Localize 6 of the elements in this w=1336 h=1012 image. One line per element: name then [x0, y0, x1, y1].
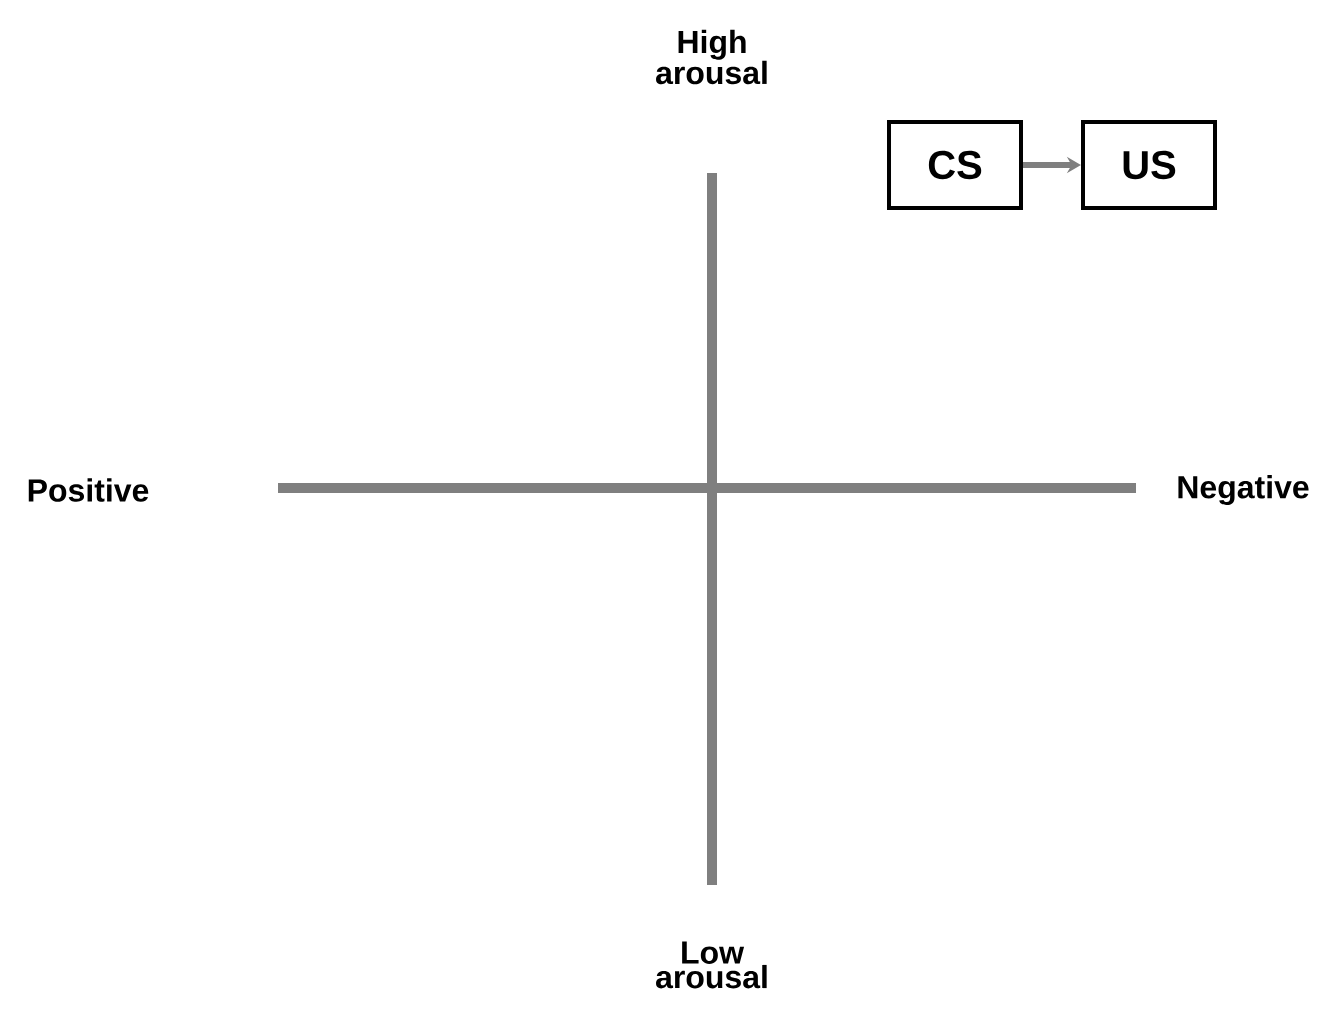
axis-label: Negative — [1178, 475, 1309, 505]
term-box: CS — [887, 120, 1023, 210]
term-box: US — [1081, 120, 1217, 210]
axis-label: High arousal — [656, 29, 767, 85]
axis-label: Positive — [28, 478, 149, 502]
axis-label: Low arousal — [656, 941, 767, 989]
